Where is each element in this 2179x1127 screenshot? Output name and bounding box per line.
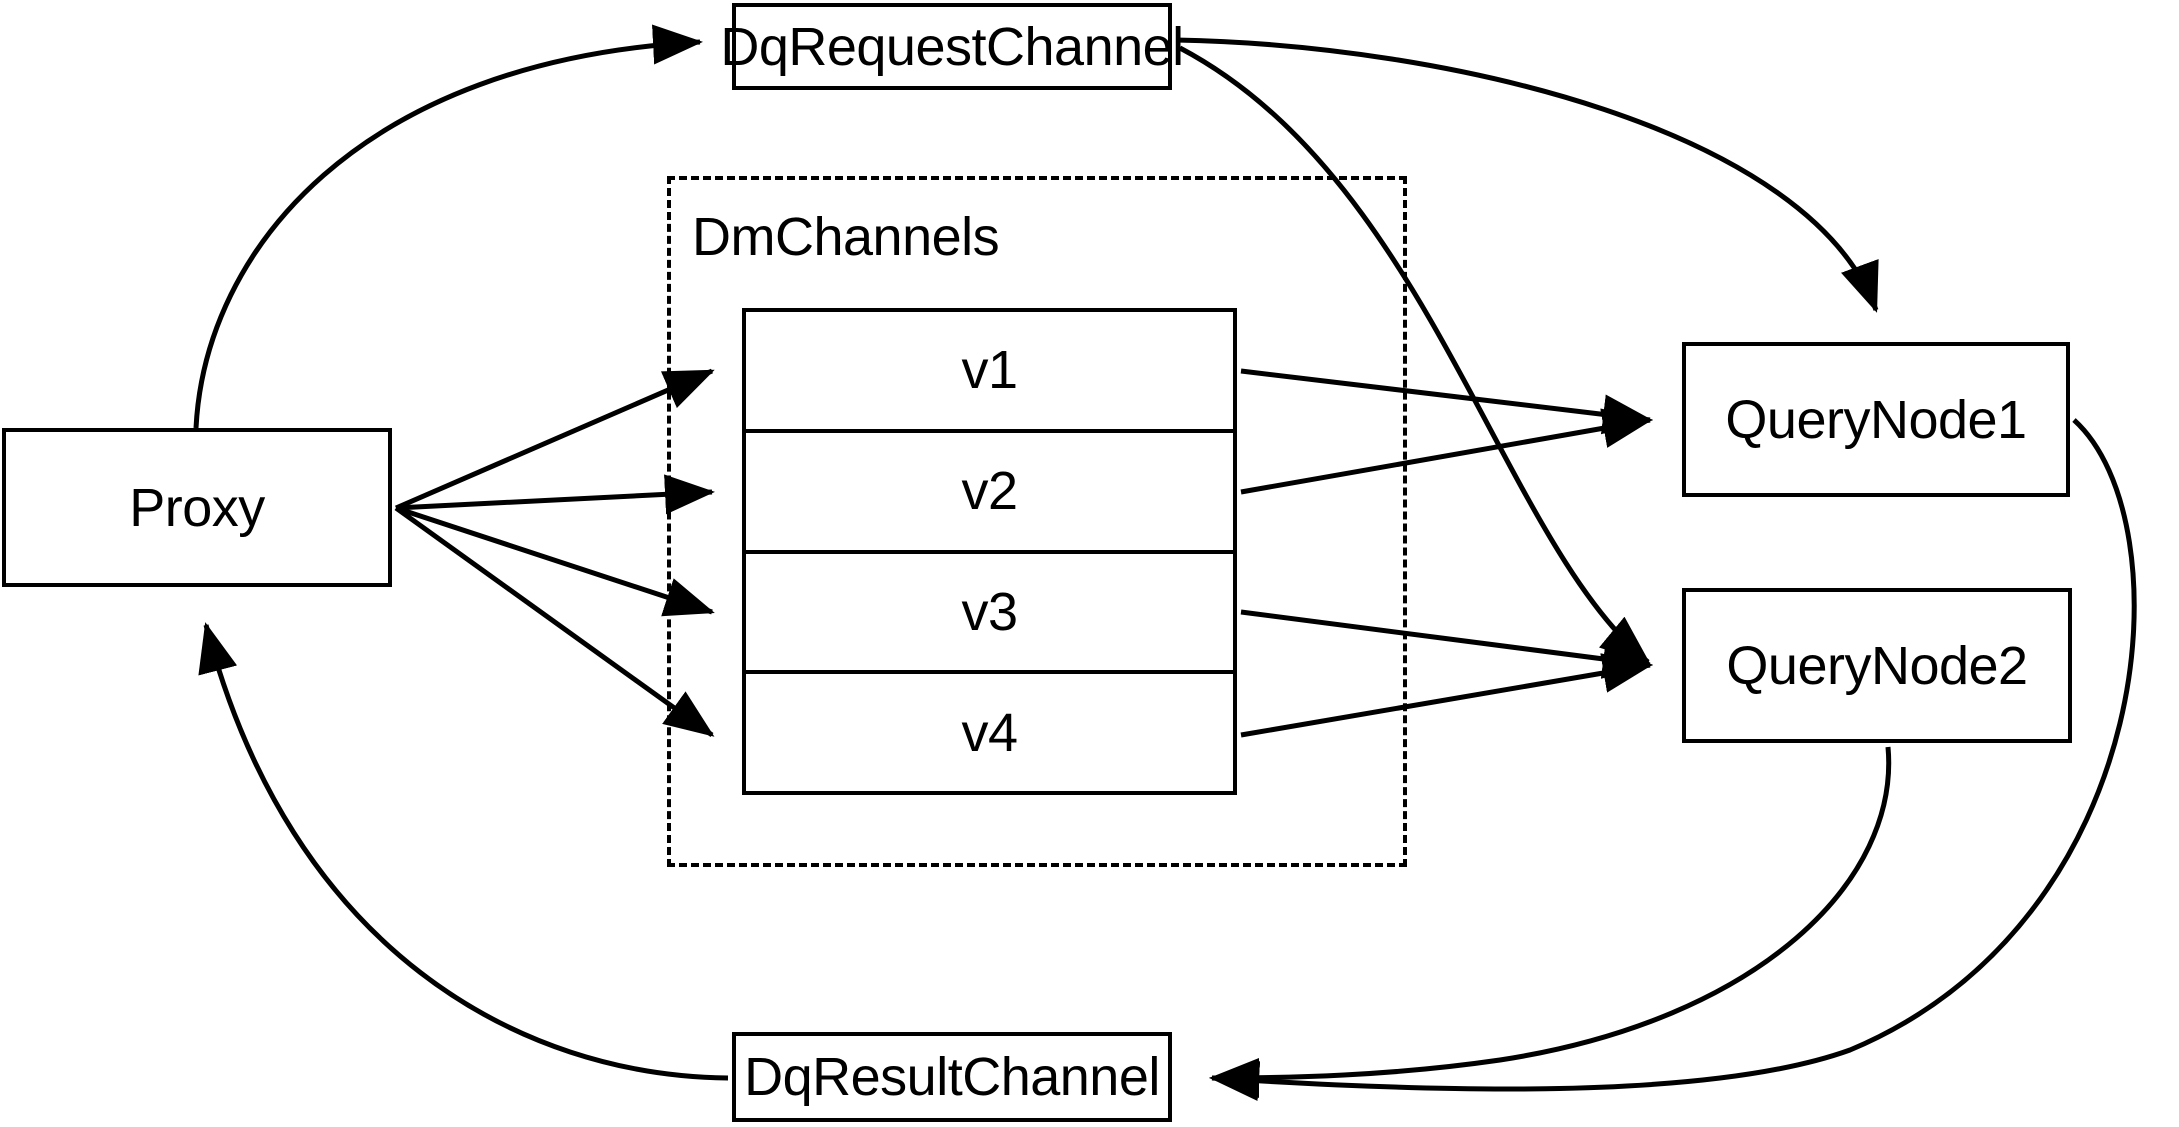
edge-v1-to-query-node-1: [1240, 368, 1653, 435]
edge-query-node-1-to-dq-result-channel: [1209, 418, 2137, 1101]
edge-query-node-2-to-dq-result-channel: [1208, 746, 1892, 1098]
edge-proxy-to-v2: [395, 474, 715, 515]
edge-v4-to-query-node-2: [1240, 653, 1653, 738]
edge-dq-result-channel-to-proxy: [198, 622, 729, 1081]
node-dq-request-channel[interactable]: DqRequestChannel: [720, 3, 1184, 90]
dm-channel-row-v3[interactable]: v3: [746, 553, 1233, 675]
dm-channel-row-v1[interactable]: v1: [746, 312, 1233, 433]
edge-v2-to-query-node-1: [1240, 408, 1653, 495]
edge-dq-request-channel-to-query-node-2: [1178, 45, 1651, 664]
dm-channels-table: v1 v2 v3 v4: [742, 308, 1237, 795]
node-query-node-2[interactable]: QueryNode2: [1682, 588, 2072, 743]
edge-v3-to-query-node-2: [1240, 609, 1653, 679]
edge-proxy-to-dq-request-channel: [193, 24, 703, 429]
node-dq-result-channel[interactable]: DqResultChannel: [732, 1032, 1172, 1122]
group-dm-channels-label: DmChannels: [692, 207, 1000, 267]
node-query-node-1[interactable]: QueryNode1: [1682, 342, 2070, 497]
dm-channel-row-v4[interactable]: v4: [746, 674, 1233, 791]
edge-proxy-to-v1: [395, 368, 715, 511]
dm-channel-row-v2[interactable]: v2: [746, 432, 1233, 554]
edge-dq-request-channel-to-query-node-1: [1175, 37, 1879, 313]
group-dm-channels: [667, 176, 1407, 867]
edge-proxy-to-v4: [394, 505, 715, 738]
edge-proxy-to-v3: [395, 505, 715, 617]
node-proxy[interactable]: Proxy: [2, 428, 392, 587]
